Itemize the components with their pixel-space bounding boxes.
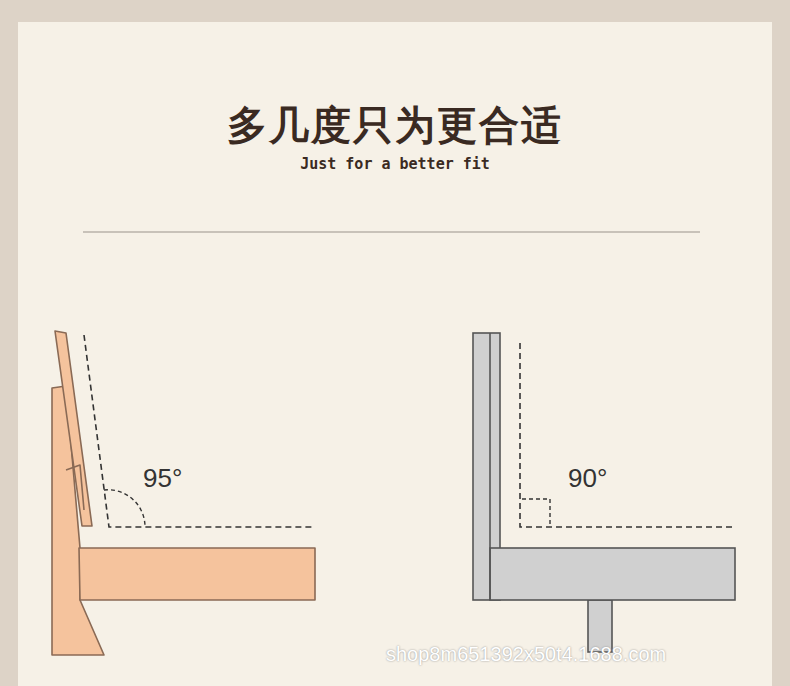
angle-label: 95° xyxy=(143,463,182,494)
divider xyxy=(83,231,700,232)
straight-bed xyxy=(473,333,735,652)
angle-guide-90 xyxy=(520,343,735,527)
title: 多几度只为更合适 xyxy=(227,98,563,153)
angle-guide-95 xyxy=(84,335,315,527)
tilted-bed xyxy=(52,331,315,655)
backrest-panel xyxy=(55,331,92,526)
bed-rail xyxy=(490,548,735,600)
angle-arc xyxy=(104,490,145,527)
panel-seam xyxy=(489,333,491,600)
bed-rail xyxy=(79,548,315,600)
watermark: shop8m651392x50t4.1688.com xyxy=(386,643,666,666)
subtitle: Just for a better fit xyxy=(300,155,490,173)
angle-label: 90° xyxy=(568,463,607,494)
panel-bracket xyxy=(66,465,84,510)
page-ground xyxy=(18,22,772,686)
